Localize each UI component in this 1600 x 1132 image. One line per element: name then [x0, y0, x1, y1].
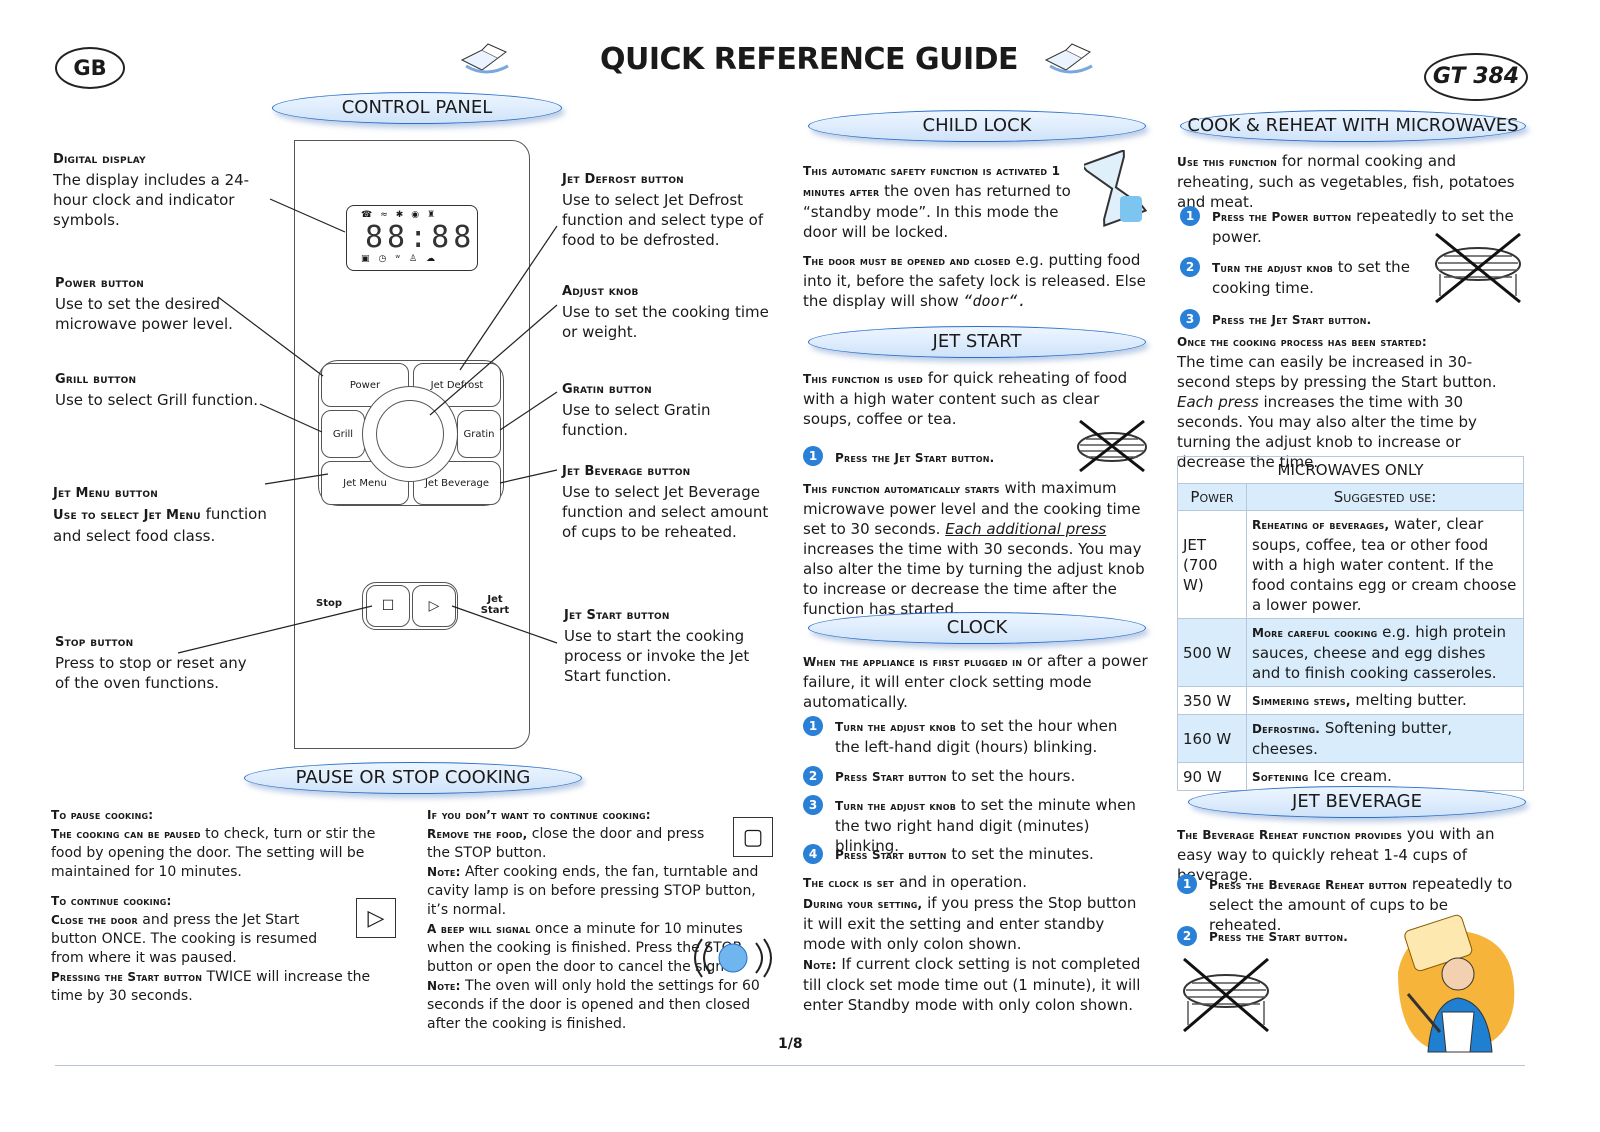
page-title: QUICK REFERENCE GUIDE [600, 42, 1019, 77]
leader-lines [177, 198, 558, 654]
section-clock: CLOCK [808, 612, 1146, 644]
jet-start-p2: This function automatically starts with … [803, 479, 1145, 618]
section-jet-start: JET START [808, 326, 1146, 358]
section-child-lock: CHILD LOCK [808, 110, 1146, 142]
child-lock-p2: The door must be opened and closed e.g. … [803, 251, 1146, 310]
stop-label: Stop [316, 598, 343, 609]
hourglass-icon [1084, 150, 1148, 228]
no-grill-rack-icon [1435, 232, 1521, 304]
stop-button[interactable]: ☐ [366, 585, 410, 627]
footer-rule [55, 1065, 1525, 1066]
jet-start-label: Jet Start [480, 594, 510, 616]
book-icon [1044, 43, 1093, 74]
pause-left-column: To pause cooking: The cooking can be pau… [51, 808, 376, 1004]
child-lock-p1: This automatic safety function is activa… [803, 164, 1071, 241]
oven-panel [294, 140, 530, 749]
button-cluster [318, 360, 504, 506]
section-pause-stop: PAUSE OR STOP COOKING [244, 762, 582, 794]
table-header-use: Suggested use: [1246, 483, 1524, 511]
table-row: JET (700 W)Reheating of beverages, water… [1177, 510, 1524, 619]
page-number: 1/8 [778, 1036, 803, 1052]
grill-button[interactable]: Grill [321, 410, 365, 458]
start-stop-group [362, 582, 458, 630]
display-top-icons: ☎≈✱◉♜ [361, 210, 444, 220]
beep-signal-icon [694, 938, 772, 978]
gratin-button[interactable]: Gratin [457, 410, 501, 458]
clock-p2: The clock is set and in operation. Durin… [803, 873, 1141, 1014]
section-jet-beverage: JET BEVERAGE [1188, 786, 1526, 818]
cook-p1: Use this function for normal cooking and… [1177, 152, 1515, 211]
digital-display: ☎≈✱◉♜ 88:88 ▣◷ʷ♙☁ [346, 205, 478, 271]
section-control-panel: CONTROL PANEL [272, 92, 562, 124]
jet-start-button[interactable]: ▷ [412, 585, 456, 627]
jet-start-p1: This function is used for quick reheatin… [803, 369, 1128, 428]
lang-badge: GB [55, 47, 125, 89]
model-badge: GT 384 [1424, 53, 1528, 101]
book-icon [460, 43, 509, 74]
start-symbol-icon: ▷ [356, 898, 396, 938]
no-grill-rack-icon [1183, 957, 1269, 1033]
jet-beverage-p1: The Beverage Reheat function provides yo… [1177, 825, 1495, 884]
pause-right-column: If you don’t want to continue cooking: R… [427, 808, 760, 1032]
clock-p1: When the appliance is first plugged in o… [803, 652, 1148, 711]
chef-illustration-icon [1398, 914, 1515, 1053]
no-grill-rack-icon [1077, 419, 1147, 473]
stop-symbol-icon: ▢ [733, 817, 773, 857]
section-cook-reheat: COOK & REHEAT WITH MICROWAVES [1180, 110, 1526, 142]
table-title: MICROWAVES ONLY [1177, 456, 1524, 484]
table-header-power: Power [1177, 483, 1247, 511]
display-digits: 88:88 [365, 220, 476, 255]
cook-p2: Once the cooking process has been starte… [1177, 335, 1497, 471]
display-bottom-icons: ▣◷ʷ♙☁ [361, 254, 445, 264]
adjust-knob[interactable] [376, 400, 444, 468]
